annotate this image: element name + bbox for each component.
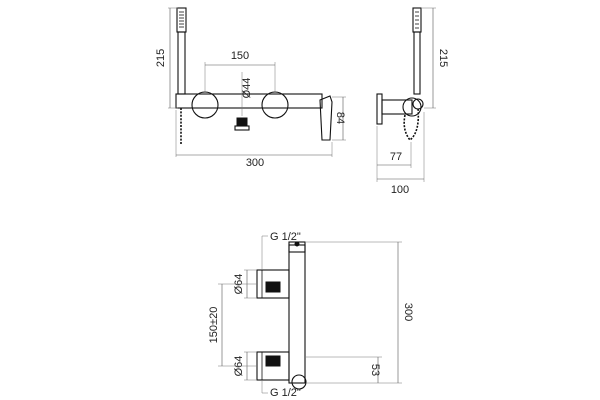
front-view: 215 150 Ø44 84 300 <box>155 7 346 169</box>
install-bottom-connection <box>256 351 290 381</box>
label-handset-height-side: 215 <box>437 49 449 67</box>
side-wall-plate <box>376 93 383 125</box>
dim-handset-height-side: 215 <box>422 7 449 109</box>
dim-thread-bottom: G 1/2" <box>261 380 301 399</box>
install-bottom-outlet <box>291 374 307 390</box>
label-bottom-offset: 53 <box>369 364 381 376</box>
right-knob <box>261 91 289 119</box>
dim-projection-total-side: 100 <box>377 112 425 196</box>
left-knob <box>191 91 219 119</box>
side-view: 215 77 100 <box>376 7 449 196</box>
dim-overall-width-front: 300 <box>175 110 333 169</box>
label-projection-body-side: 77 <box>390 151 402 163</box>
label-overall-width-front: 300 <box>246 157 264 169</box>
outlet-connector <box>236 117 248 127</box>
label-centre-distance-tolerance: 150±20 <box>208 307 220 344</box>
dim-thread-top: G 1/2" <box>261 231 301 270</box>
lever-handle <box>319 95 333 141</box>
side-body-cap <box>402 97 422 117</box>
label-projection-total-side: 100 <box>391 184 409 196</box>
install-top-connection <box>256 269 290 299</box>
dim-body-depth-front: 84 <box>332 96 346 141</box>
hand-shower <box>176 7 187 95</box>
label-thread-bottom: G 1/2" <box>270 387 301 399</box>
dim-centre-distance-tolerance: 150±20 <box>208 283 257 367</box>
install-body <box>288 244 306 384</box>
dim-centre-distance-front: 150 <box>204 50 276 92</box>
dim-bottom-offset: 53 <box>306 356 382 383</box>
dim-projection-body-side: 77 <box>376 126 412 182</box>
label-body-depth-front: 84 <box>334 112 346 124</box>
mixer-body <box>175 93 323 109</box>
label-knob-diameter-front: Ø44 <box>241 78 253 99</box>
dim-overall-height: 300 <box>305 241 414 384</box>
installation-view: G 1/2" G 1/2" Ø64 Ø64 150±20 <box>208 231 414 399</box>
label-overall-height: 300 <box>402 303 414 321</box>
dim-knob-diameter-front: Ø44 <box>241 72 253 116</box>
label-thread-top: G 1/2" <box>270 231 301 243</box>
label-handset-height-front: 215 <box>155 49 167 67</box>
dim-handset-height-front: 215 <box>155 7 178 109</box>
side-hose <box>403 107 420 142</box>
side-hand-shower <box>412 7 422 95</box>
side-body <box>381 99 413 115</box>
label-centre-distance-front: 150 <box>231 50 249 62</box>
